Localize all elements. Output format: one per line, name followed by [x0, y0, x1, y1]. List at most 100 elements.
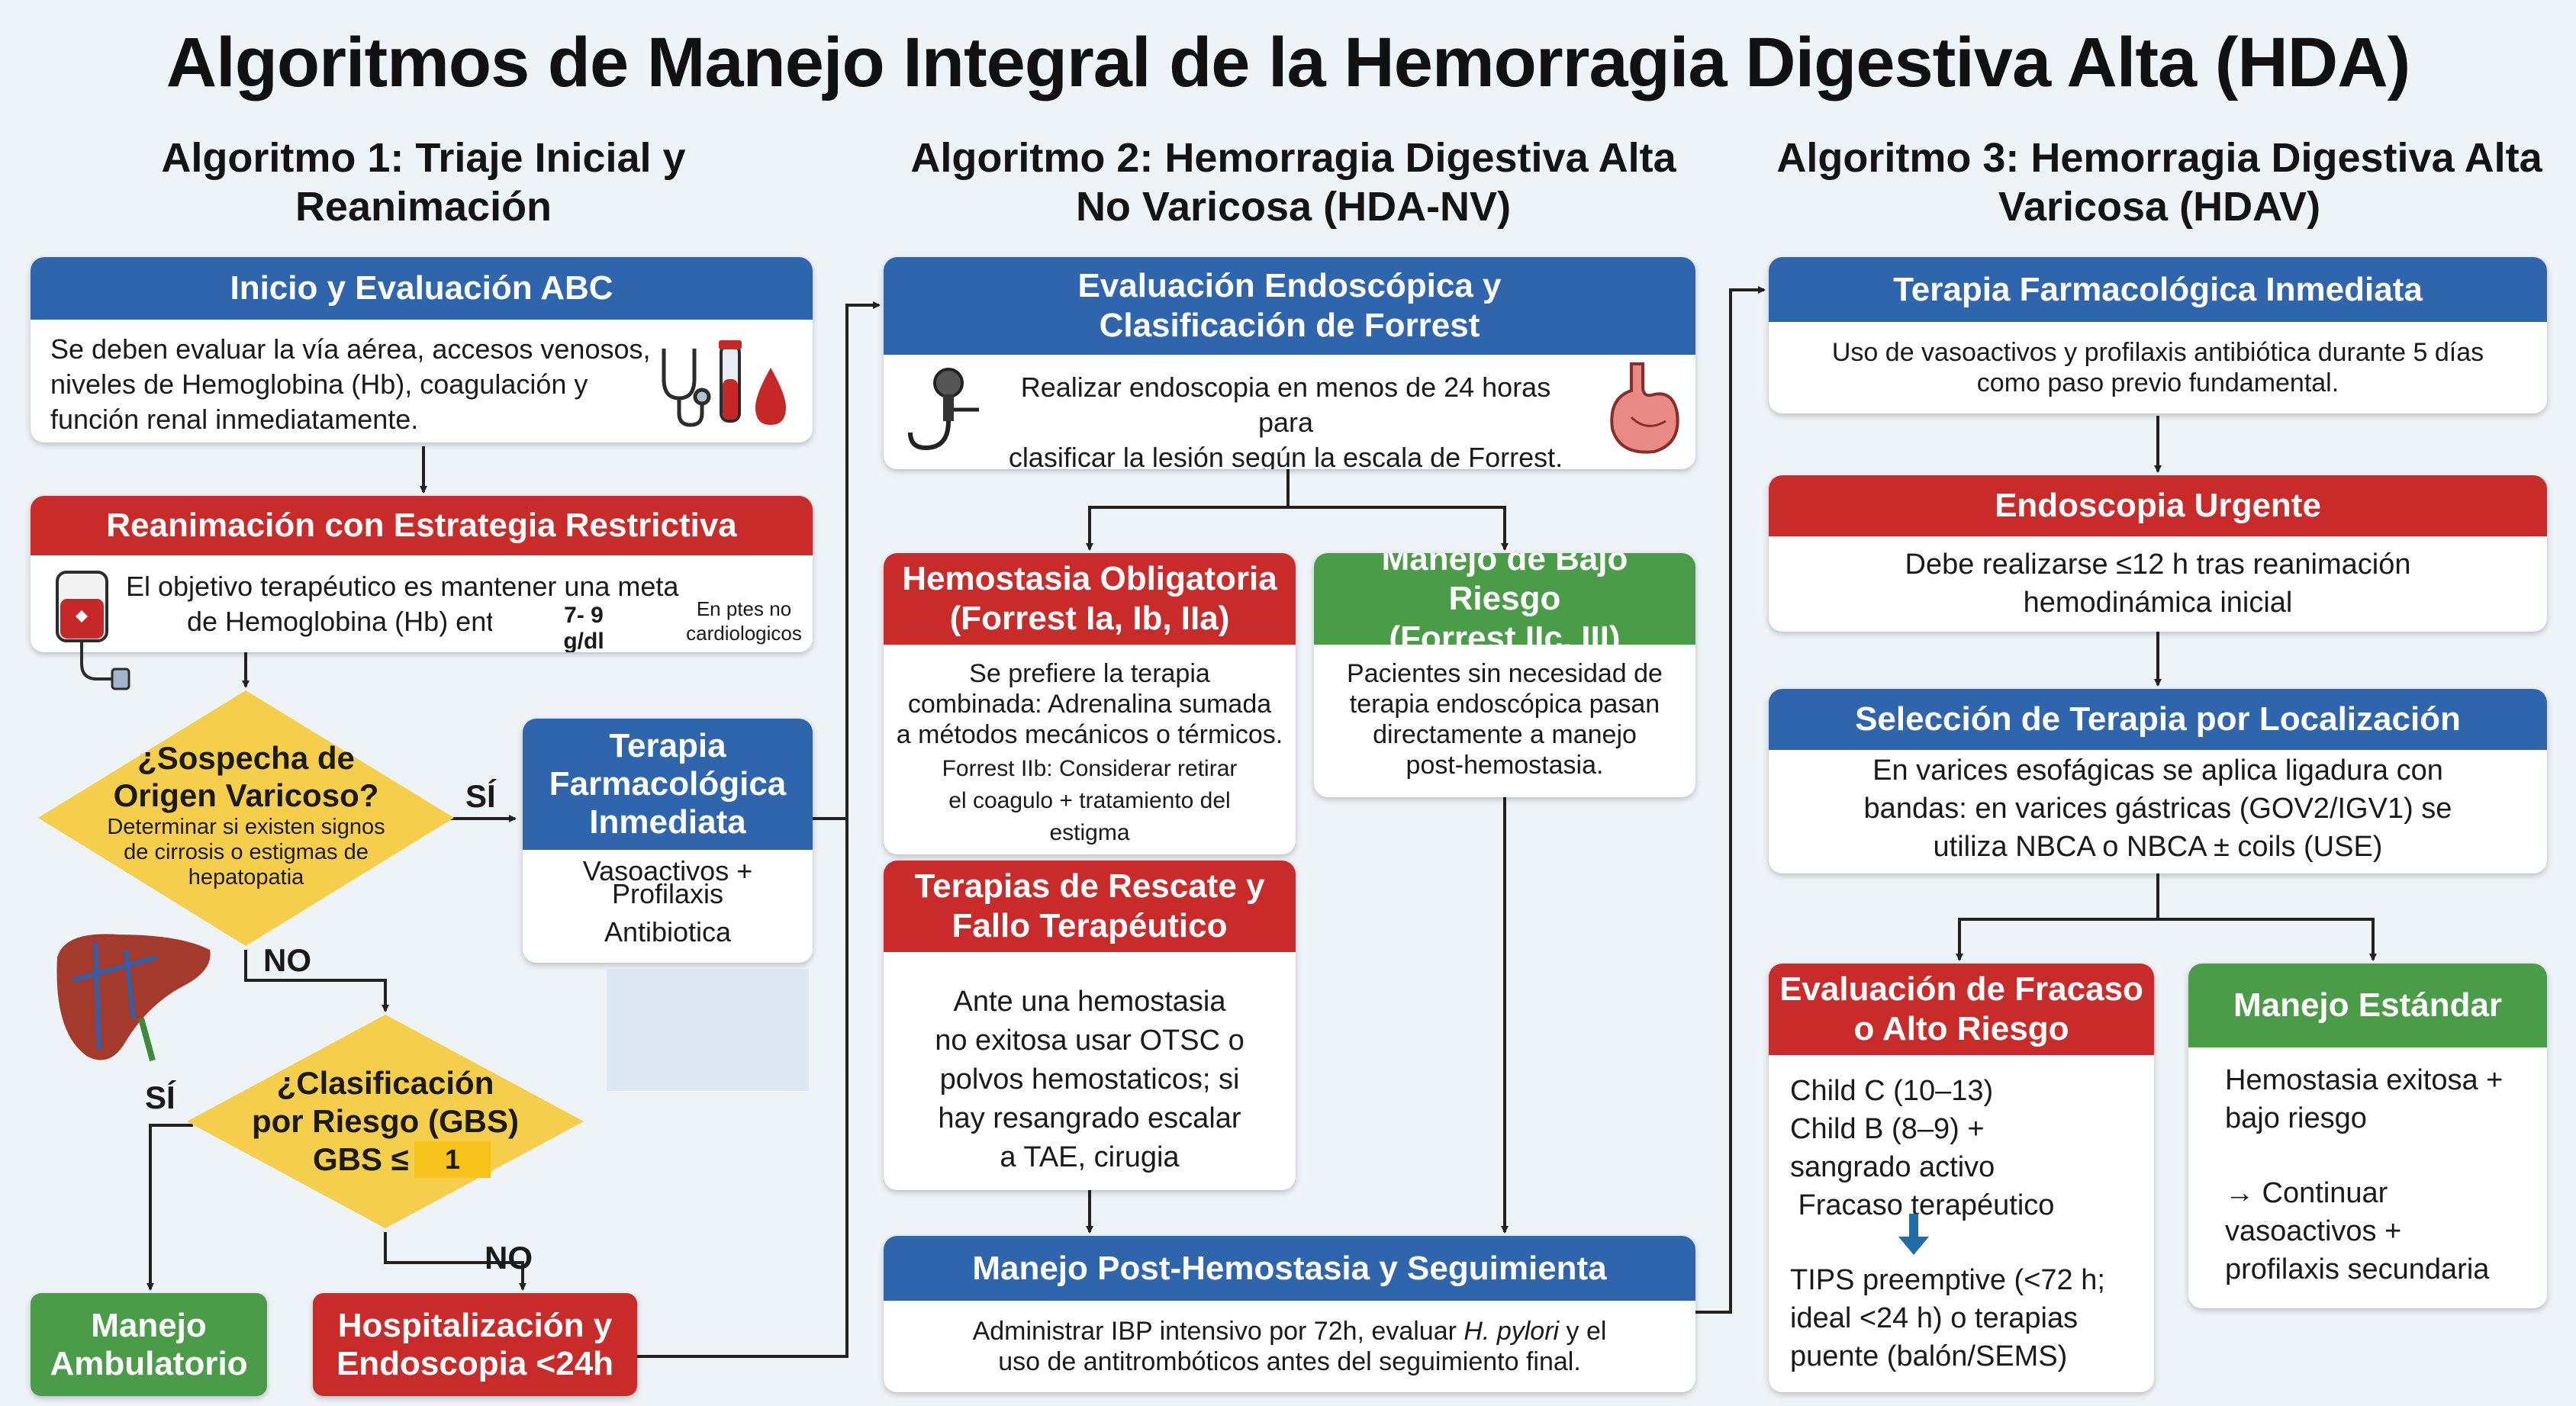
gbs-threshold-value: 1 [414, 1141, 491, 1178]
bajo-riesgo-header: Manejo de Bajo Riesgo (Forrest IIc, III) [1314, 553, 1695, 657]
clasif-q2: por Riesgo (GBS) [251, 1103, 519, 1139]
abc-icons [662, 340, 786, 427]
terapia-farmacologica-a1-box: Terapia Farmacológica Inmediata Vasoacti… [523, 719, 813, 963]
fracaso-header: Evaluación de Fracaso o Alto Riesgo [1769, 964, 2154, 1055]
terapia-a3-line-2: como paso previo fundamental. [1976, 368, 2339, 397]
evaluacion-line-1: Realizar endoscopia en menos de 24 horas… [1020, 372, 1551, 438]
hemostasia-body: Se prefiere la terapia combinada: Adrena… [884, 658, 1296, 750]
column-2-title-line1: Algoritmo 2: Hemorragia Digestiva Alta [910, 135, 1676, 181]
rescate-h1: Terapias de Rescate y [914, 867, 1265, 905]
terapia-a3-header: Terapia Farmacológica Inmediata [1769, 257, 2547, 322]
reanimacion-header: Reanimación con Estrategia Restrictiva [31, 496, 813, 555]
fracaso-h1: Evaluación de Fracaso [1779, 970, 2143, 1008]
post-hemostasia-body: Administrar IBP intensivo por 72h, evalu… [884, 1316, 1695, 1377]
fracaso-line-6: ideal <24 h) o terapias [1790, 1302, 2079, 1334]
evaluacion-header: Evaluación Endoscópica y Clasificación d… [884, 257, 1695, 355]
seleccion-line-1: En varices esofágicas se aplica ligadura… [1872, 754, 2443, 787]
evaluacion-line-2: clasificar la lesión según la escala de … [1008, 442, 1563, 469]
rescate-line-3: polvos hemostaticos; si [939, 1063, 1240, 1096]
inicio-evaluacion-box: Inicio y Evaluación ABC Se deben evaluar… [31, 257, 813, 442]
seleccion-line-3: utiliza NBCA o NBCA ± coils (USE) [1933, 831, 2383, 863]
estandar-body: Hemostasia exitosa + bajo riesgo → Conti… [2188, 1061, 2547, 1289]
sospecha-q2: Origen Varicoso? [113, 777, 379, 813]
terapia-a1-b1: Vasoactivos + [582, 855, 753, 886]
manejo-ambulatorio-box: Manejo Ambulatorio [31, 1293, 267, 1396]
terapia-a1-header: Terapia Farmacológica Inmediata [523, 719, 813, 850]
reanimacion-line-2: de Hemoglobina (Hb) entre [187, 606, 519, 637]
bajo-riesgo-h2: (Forrest IIc, III) [1389, 619, 1621, 657]
post-hemostasia-box: Manejo Post-Hemostasia y Seguimienta Adm… [884, 1236, 1695, 1392]
stomach-icon [1610, 362, 1679, 454]
blood-drop-icon [755, 368, 786, 425]
terapia-a1-h1: Terapia [609, 727, 726, 764]
post-line-1a: Administrar IBP intensivo por 72h, evalu… [972, 1317, 1464, 1346]
rescate-header: Terapias de Rescate y Fallo Terapéutico [884, 861, 1296, 952]
evaluacion-h2: Clasificación de Forrest [1099, 307, 1480, 344]
sospecha-varicoso-decision: ¿Sospecha de Origen Varicoso? Determinar… [72, 740, 420, 890]
terapias-rescate-box: Terapias de Rescate y Fallo Terapéutico … [884, 861, 1296, 1190]
terapia-farmacologica-a3-box: Terapia Farmacológica Inmediata Uso de v… [1769, 257, 2547, 413]
sospecha-s2: de cirrosis o estigmas de [124, 840, 369, 864]
column-3-title-line2: Varicosa (HDAV) [1998, 184, 2321, 230]
forrest-iib-line-1: Forrest IIb: Considerar retirar [942, 756, 1238, 781]
bajo-riesgo-body: Pacientes sin necesidad de terapia endos… [1314, 658, 1695, 780]
reanimacion-line-1: El objetivo terapéutico es mantener una … [126, 571, 679, 602]
hemostasia-line-2: combinada: Adrenalina sumada [907, 690, 1272, 719]
post-hemostasia-header: Manejo Post-Hemostasia y Seguimienta [884, 1236, 1695, 1301]
hemostasia-h2: (Forrest Ia, Ib, IIa) [949, 600, 1230, 637]
clasificacion-gbs-decision: ¿Clasificación por Riesgo (GBS) [233, 1064, 538, 1141]
label-no-2: NO [485, 1240, 533, 1276]
seleccion-header: Selección de Terapia por Localización [1769, 689, 2547, 750]
forrest-iib-line-3: estigma [1049, 820, 1130, 845]
fracaso-line-5: TIPS preemptive (<72 h; [1790, 1264, 2105, 1296]
fracaso-h2: o Alto Riesgo [1853, 1010, 2069, 1047]
endoscopia-urgente-body: Debe realizarse ≤12 h tras reanimación h… [1769, 545, 2547, 622]
sospecha-diamond-shape [38, 690, 454, 946]
label-si-1: SÍ [465, 778, 496, 814]
fracaso-line-4: Fracaso terapéutico [1790, 1189, 2055, 1221]
blood-tube-icon [719, 340, 742, 423]
inicio-line-2: niveles de Hemoglobina (Hb), coagulación… [50, 368, 588, 400]
estandar-line-2: bajo riesgo [2225, 1102, 2367, 1134]
hb-note-line-2: cardiologicos [686, 622, 802, 645]
hemostasia-h1: Hemostasia Obligatoria [902, 560, 1277, 597]
hb-note-line-1: En ptes no [696, 597, 792, 620]
column-2-title: Algoritmo 2: Hemorragia Digestiva Alta N… [877, 134, 1709, 231]
endoscope-icon [908, 368, 979, 451]
evaluacion-fracaso-box: Evaluación de Fracaso o Alto Riesgo Chil… [1769, 964, 2154, 1392]
reanimacion-box: Reanimación con Estrategia Restrictiva E… [31, 496, 813, 652]
seleccion-line-2: bandas: en varices gástricas (GOV2/IGV1)… [1863, 793, 2452, 825]
inicio-body: Se deben evaluar la vía aérea, accesos v… [31, 332, 813, 437]
hemostasia-obligatoria-box: Hemostasia Obligatoria (Forrest Ia, Ib, … [884, 553, 1296, 854]
terapia-a3-line-1: Uso de vasoactivos y profilaxis antibiót… [1831, 338, 2484, 367]
hospital-l1: Hospitalización y [337, 1306, 613, 1344]
sospecha-s3: hepatopatia [188, 865, 304, 890]
stethoscope-icon [662, 349, 711, 427]
fracaso-line-2: Child B (8–9) + [1790, 1113, 1985, 1145]
column-3-title-line1: Algoritmo 3: Hemorragia Digestiva Alta [1776, 135, 2542, 181]
column-1-title: Algoritmo 1: Triaje Inicial y Reanimació… [161, 135, 686, 230]
terapia-a3-body: Uso de vasoactivos y profilaxis antibiót… [1769, 337, 2547, 398]
inicio-line-3: función renal inmediatamente. [50, 404, 419, 435]
inicio-line-1: Se deben evaluar la vía aérea, accesos v… [50, 333, 651, 365]
endoscopia-line-1: Debe realizarse ≤12 h tras reanimación [1905, 549, 2411, 581]
terapia-a1-h3: Inmediata [589, 803, 746, 841]
hemostasia-header: Hemostasia Obligatoria (Forrest Ia, Ib, … [884, 553, 1296, 645]
seleccion-terapia-box: Selección de Terapia por Localización En… [1769, 689, 2547, 874]
evaluacion-h1: Evaluación Endoscópica y [1077, 267, 1502, 304]
fracaso-line-1: Child C (10–13) [1790, 1075, 1994, 1107]
hospital-l2: Endoscopia <24h [336, 1344, 614, 1382]
bajo-riesgo-h1: Manejo de Bajo Riesgo [1381, 553, 1628, 617]
clasif-q1: ¿Clasificación [276, 1065, 494, 1101]
endoscopia-urgente-box: Endoscopia Urgente Debe realizarse ≤12 h… [1769, 475, 2547, 632]
manejo-bajo-riesgo-box: Manejo de Bajo Riesgo (Forrest IIc, III)… [1314, 553, 1695, 797]
fracaso-line-7: puente (balón/SEMS) [1790, 1340, 2068, 1372]
seleccion-body: En varices esofágicas se aplica ligadura… [1769, 751, 2547, 866]
hemostasia-line-1: Se prefiere la terapia [969, 659, 1210, 688]
post-line-1: Administrar IBP intensivo por 72h, evalu… [884, 1316, 1695, 1346]
endoscopia-urgente-header: Endoscopia Urgente [1769, 475, 2547, 536]
rescate-line-4: hay resangrado escalar [938, 1102, 1241, 1134]
column-2-title-line2: No Varicosa (HDA-NV) [1075, 184, 1512, 230]
forrest-iib-note: Forrest IIb: Considerar retirar el coagu… [884, 753, 1296, 849]
bajo-riesgo-line-4: post-hemostasia. [1406, 751, 1604, 780]
